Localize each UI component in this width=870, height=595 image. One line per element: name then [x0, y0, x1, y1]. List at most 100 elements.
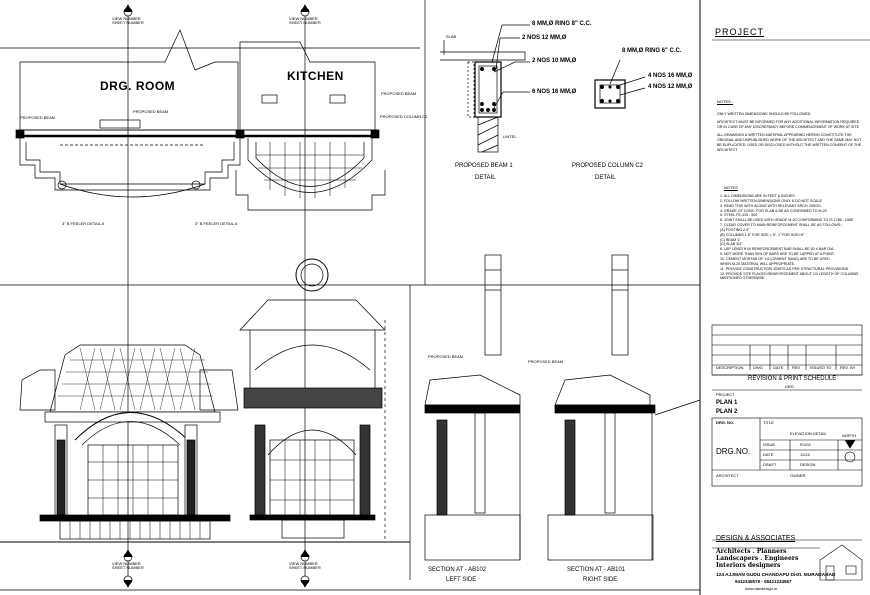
- firm-line: Interiors designers: [716, 562, 781, 569]
- date-label: DATE: [763, 452, 774, 457]
- title-label: TITLE: [763, 420, 774, 425]
- column-ring-spec: 8 MM,Ø RING 6" C.C.: [622, 48, 682, 54]
- column-bar-spec: 4 NOS 16 MM,Ø: [648, 73, 693, 79]
- issue-label: ISSUE: [763, 442, 776, 447]
- notes2-item: (B) COLUMNS 1.5" FOR SIZE > 9", 1" FOR S…: [720, 232, 805, 237]
- notes-heading: NOTES :: [717, 99, 734, 104]
- notes2-item: 4. GRADE OF CONC. FOR SLAB & BE AS CONFI…: [720, 208, 827, 213]
- notes-paragraph: ONLY WRITTEN DIMENSIONS SHOULD BE FOLLOW…: [717, 112, 811, 116]
- notes2-item: 11. PROVIDE CONSTRUCTION JOINTS AS PER S…: [720, 266, 849, 271]
- drawn-value: DESIGN: [800, 462, 816, 467]
- notes2-item: 3. READ THIS WITH ALONG WITH RELEVANT AR…: [720, 203, 822, 208]
- drawing-title: ELEVATION DETAIL: [790, 431, 827, 436]
- firm-website: www.dacdesign.in: [745, 586, 778, 591]
- room-label-kitchen: KITCHEN: [287, 69, 344, 83]
- issue-value: R1/02: [800, 442, 811, 447]
- plan-column-label: PROPOSED COLUMN C2: [380, 114, 428, 119]
- architect-label: ARCHITECT: [716, 473, 739, 478]
- column-detail: [594, 59, 646, 109]
- project-name: PLAN 1: [716, 400, 738, 406]
- revision-col: REV: [792, 365, 801, 370]
- elevation-beam-label: PROPOSED BEAM: [428, 354, 464, 359]
- notes2-item: WHEN M-20 MATERIAL WILL APPROPRIATE.: [720, 261, 796, 266]
- beam-lintel-label: LINTEL: [503, 134, 517, 139]
- beam-ring-spec: 8 MM,Ø RING 8" C.C.: [532, 21, 592, 27]
- grid-marker-bottom-1: [123, 575, 133, 588]
- section-right: [547, 254, 701, 561]
- date-value: 11/24: [800, 452, 810, 457]
- column-detail-title: PROPOSED COLUMN C2: [572, 163, 644, 169]
- notes2-item: 8. LAP LENGTH IN REINFORCEMENT BAR SHALL…: [720, 247, 835, 252]
- beam-bar-spec: 2 NOS 10 MM,Ø: [532, 58, 577, 64]
- drawn-label: DRAFT: [763, 462, 777, 467]
- notes2-item: 1. ALL DIMENSIONS ARE IN FEET & INCHES: [720, 194, 795, 198]
- section-right-title: SECTION AT - AB101: [567, 567, 626, 573]
- beam-detail-subtitle: DETAIL: [475, 175, 496, 181]
- plan-beam-label: PROPOSED BEAM: [381, 91, 417, 96]
- project-name: PLAN 2: [716, 409, 738, 415]
- section-right-subtitle: RIGHT SIDE: [583, 577, 618, 583]
- beam-detail: [440, 24, 530, 153]
- revision-col: ISSUED TO: [810, 365, 832, 370]
- notes2-item: (A) FOOTING 2.5": [720, 227, 750, 232]
- beam-bar-spec: 2 NOS 12 MM,Ø: [522, 35, 567, 41]
- section-left: [424, 254, 521, 561]
- front-elevation: [0, 258, 411, 580]
- plan-detail-callout: 3" B FEELER DETAIL A: [195, 221, 238, 226]
- drg-no-label: DRG. NO.: [716, 420, 735, 425]
- notes2-item: 9. NOT MORE THAN 50% OF BARS ARE TO BE L…: [720, 252, 835, 257]
- beam-detail-title: PROPOSED BEAM 1: [455, 163, 513, 169]
- plan-beam-label: PROPOSED BEAM: [20, 115, 56, 120]
- notes2-item: 2. FOLLOW WRITTEN DIMENSIONS ONLY & DO N…: [720, 198, 822, 203]
- column-detail-subtitle: DETAIL: [595, 175, 616, 181]
- notes2-item: (D) SLAB 3/4": [720, 242, 743, 247]
- notes2-item: 10. CEMENT MORTAR OF 1:6 (CEMENT SAND) A…: [720, 256, 831, 261]
- notes2-item: 5. STEEL FE-415 - 500: [720, 213, 758, 218]
- plan-detail-callout: 3" B FEELER DETAIL A: [62, 221, 105, 226]
- project-heading: PROJECT: [715, 27, 765, 37]
- beam-slab-label: SLAB: [446, 34, 457, 39]
- revision-col: DATE: [773, 365, 784, 370]
- room-label-drawing-room: DRG. ROOM: [100, 79, 176, 93]
- grid-marker-bottom-2: [300, 575, 310, 588]
- elevation-beam-label: PROPOSED BEAM: [528, 359, 564, 364]
- firm-name: DESIGN & ASSOCIATES: [716, 535, 796, 542]
- drg-no-big: DRG.NO.: [716, 447, 751, 456]
- title-block-lines: [711, 39, 870, 581]
- north-label: NORTH: [842, 433, 857, 438]
- section-left-title: SECTION AT - AB102: [428, 567, 487, 573]
- firm-phone: 9412345678 - 08421234567: [735, 579, 792, 584]
- grid-marker-mid-2: [300, 549, 310, 562]
- revision-col: DESCRIPTION: [716, 365, 744, 370]
- notes-paragraph: ALL DRAWINGS & WRITTEN MATERIAL APPEARIN…: [717, 133, 862, 152]
- owner-label: OWNER: [790, 473, 806, 478]
- notes2-item: 12. PROVIDE SITE PLACED REINFORCEMENT AB…: [720, 271, 859, 281]
- revision-col: REV. BY: [840, 365, 856, 370]
- drg-label: DRG: [785, 384, 794, 389]
- revision-col: DWG: [753, 365, 763, 370]
- revision-title: REVISION & PRINT SCHEDULE: [748, 376, 837, 382]
- notes2-heading: NOTES: [724, 185, 738, 190]
- project-label: PROJECT: [716, 392, 735, 397]
- firm-address: 124 AJJMAN GUDU CHANDAPU Distt. MURADABA…: [716, 573, 836, 578]
- grid-marker-mid-1: [123, 549, 133, 562]
- notes-paragraph: ARCHITECT MUST BE INFORMED FOR ANY ADDIT…: [717, 120, 860, 129]
- grid-marker-top-2: [300, 4, 310, 17]
- notes2-item: (C) BEAM 1": [720, 237, 741, 242]
- floor-plan: [15, 29, 386, 211]
- section-left-subtitle: LEFT SIDE: [446, 577, 477, 583]
- notes2-item: 7. CLEAR COVER TO MAIN REINFORCEMENT SHA…: [720, 223, 843, 228]
- firm-line: Landscapers . Engineers: [716, 555, 799, 562]
- column-bar-spec: 4 NOS 12 MM,Ø: [648, 84, 693, 90]
- grid-marker-top-1: [123, 4, 133, 17]
- notes2-item: 6. JOINT SHALL BE USED WITH GRADE M-20 C…: [720, 218, 853, 223]
- firm-line: Architects . Planners: [716, 548, 787, 555]
- beam-bar-spec: 6 NOS 16 MM,Ø: [532, 89, 577, 95]
- plan-beam-label: PROPOSED BEAM: [133, 109, 169, 114]
- notes2-list: 1. ALL DIMENSIONS ARE IN FEET & INCHES 2…: [720, 194, 865, 281]
